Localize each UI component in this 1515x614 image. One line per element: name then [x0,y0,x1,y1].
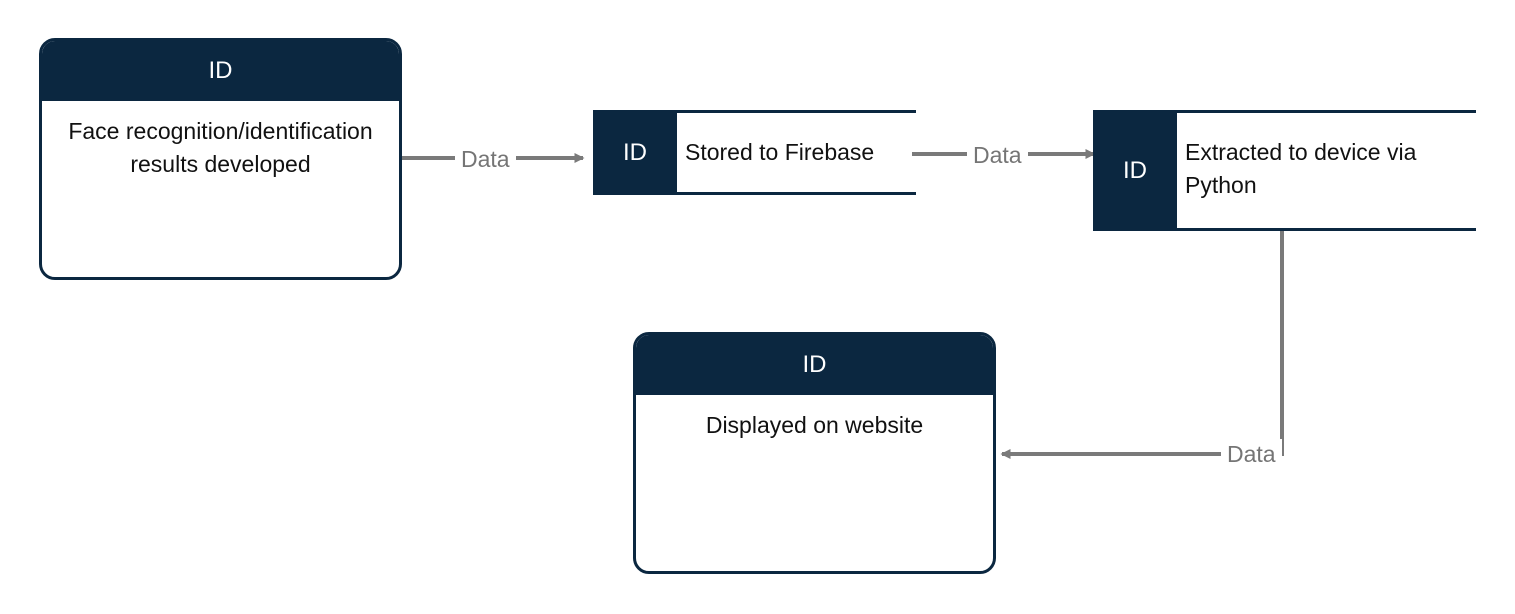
node-id-header: ID [42,41,399,101]
store-top-line [1093,110,1476,113]
node-text: Stored to Firebase [685,139,875,165]
node-text: Displayed on website [705,412,924,438]
process-face-recognition[interactable]: ID Face recognition/identification resul… [39,38,402,280]
store-top-line [593,110,916,113]
node-text: Extracted to device via Python [1185,139,1417,199]
node-id-cell: ID [1093,110,1177,231]
edge-python-to-website [1000,228,1284,459]
datastore-python-extract[interactable]: ID Extracted to device via Python [1093,110,1476,231]
store-bottom-line [593,192,916,195]
edge-label: Data [967,140,1028,170]
datastore-firebase[interactable]: ID Stored to Firebase [593,110,916,195]
node-id-cell: ID [593,110,677,195]
node-text: Face recognition/identification results … [68,118,373,178]
store-bottom-line [1093,228,1476,231]
process-website-display[interactable]: ID Displayed on website [633,332,996,574]
edge-label: Data [1221,439,1282,469]
node-id-header: ID [636,335,993,395]
edge-label: Data [455,144,516,174]
